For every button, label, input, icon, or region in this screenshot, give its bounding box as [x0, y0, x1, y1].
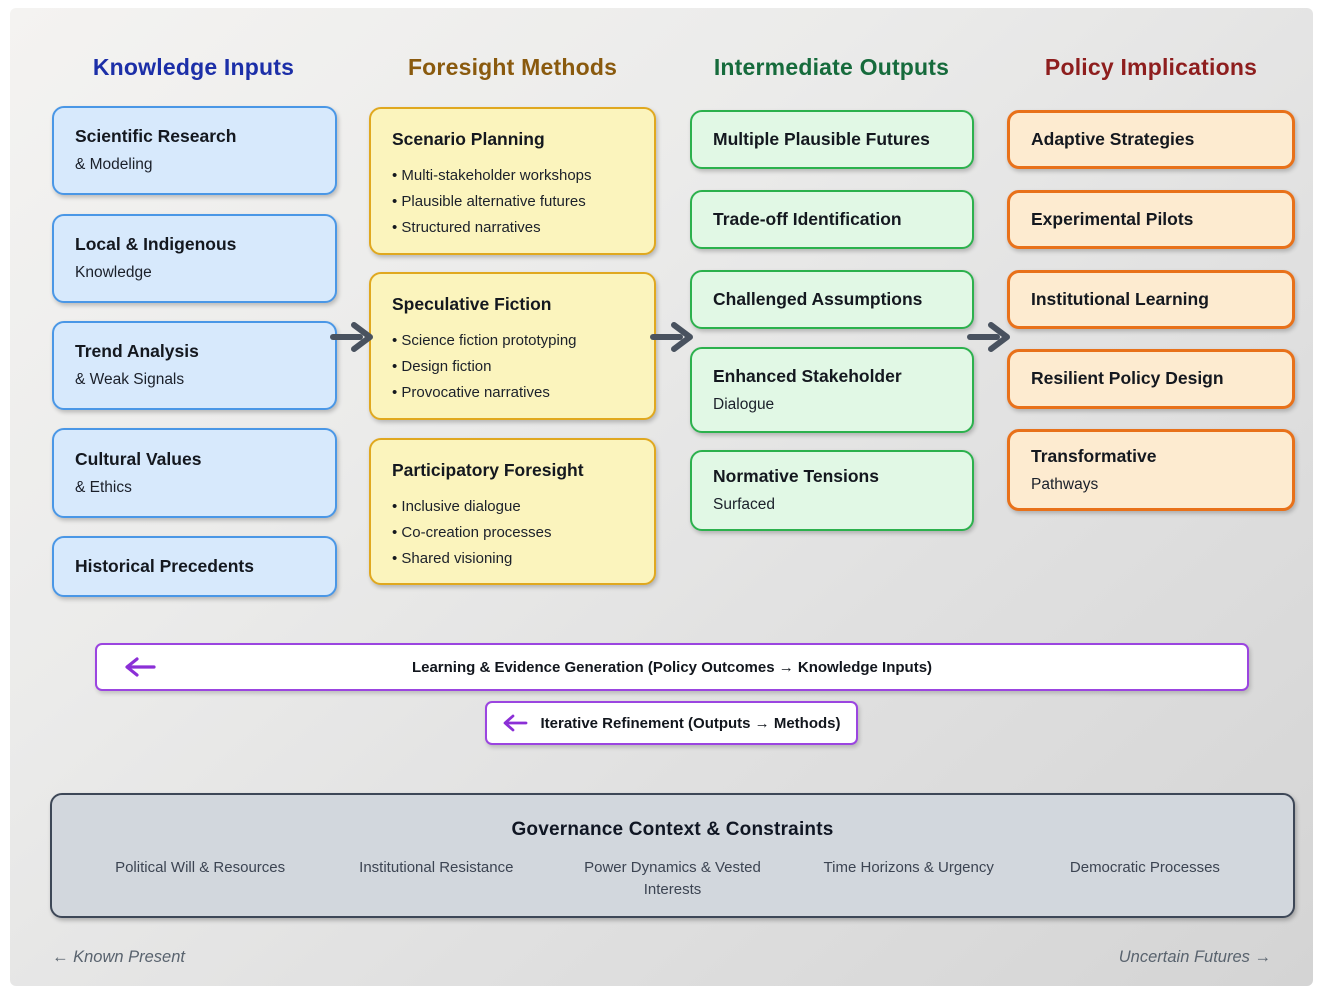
card-title: Challenged Assumptions — [713, 288, 923, 309]
feedback-bar-iterative-refinement: Iterative Refinement (Outputs → Methods) — [485, 701, 858, 745]
card-title: Trade-off Identification — [713, 208, 902, 229]
card-subtitle: Dialogue — [713, 395, 775, 413]
card-subtitle: Pathways — [1031, 475, 1099, 493]
card-title: Multiple Plausible Futures — [713, 128, 930, 149]
bullet-item: Shared visioning — [392, 546, 638, 572]
bullet-item: Provocative narratives — [392, 380, 638, 406]
bullet-item: Plausible alternative futures — [392, 189, 638, 215]
feedback-arrow-icon — [502, 713, 528, 733]
bullet-list: Science fiction prototyping Design ficti… — [392, 328, 638, 406]
card-title: Normative Tensions — [713, 466, 879, 487]
output-card-enhanced-stakeholder-dialogue: Enhanced Stakeholder Dialogue — [690, 347, 974, 433]
card-title: Scenario Planning — [392, 129, 545, 149]
governance-item: Political Will & Resources — [115, 859, 286, 876]
method-card-speculative-fiction: Speculative Fiction Science fiction prot… — [369, 272, 656, 420]
card-subtitle: & Ethics — [75, 478, 132, 496]
card-title: Resilient Policy Design — [1031, 368, 1224, 389]
bullet-item: Structured narratives — [392, 215, 638, 241]
card-title: Speculative Fiction — [392, 294, 552, 314]
governance-item: Power Dynamics & Vested Interests — [584, 859, 761, 898]
card-title: Local & Indigenous — [75, 234, 237, 255]
card-subtitle: & Modeling — [75, 156, 153, 174]
feedback-bar-label: Iterative Refinement (Outputs → Methods) — [540, 714, 841, 732]
card-subtitle: Knowledge — [75, 264, 152, 282]
card-title: Adaptive Strategies — [1031, 128, 1195, 149]
column-header-intermediate-outputs: Intermediate Outputs — [713, 54, 950, 80]
bullet-list: Inclusive dialogue Co-creation processes… — [392, 494, 638, 572]
card-title: Trend Analysis — [75, 341, 199, 362]
policy-card-experimental-pilots: Experimental Pilots — [1007, 190, 1295, 249]
card-subtitle: Surfaced — [713, 496, 776, 514]
governance-item: Time Horizons & Urgency — [823, 859, 994, 876]
card-title: Historical Precedents — [75, 555, 254, 576]
card-title: Transformative — [1031, 445, 1157, 466]
flow-arrow-icon — [967, 322, 1010, 352]
governance-items-row: Political Will & Resources Institutional… — [52, 857, 1293, 901]
feedback-arrow-icon — [125, 657, 156, 677]
card-title: Cultural Values — [75, 448, 202, 469]
method-card-participatory-foresight: Participatory Foresight Inclusive dialog… — [369, 438, 656, 585]
bullet-list: Multi-stakeholder workshops Plausible al… — [392, 163, 638, 241]
input-card-cultural-values: Cultural Values & Ethics — [52, 428, 337, 518]
output-card-challenged-assumptions: Challenged Assumptions — [690, 270, 974, 329]
column-header-foresight-methods: Foresight Methods — [407, 54, 618, 80]
output-card-trade-off-identification: Trade-off Identification — [690, 190, 974, 249]
output-card-normative-tensions-surfaced: Normative Tensions Surfaced — [690, 450, 974, 531]
card-title: Scientific Research — [75, 126, 237, 147]
governance-title: Governance Context & Constraints — [511, 819, 834, 840]
input-card-historical-precedents: Historical Precedents — [52, 536, 337, 597]
bullet-item: Co-creation processes — [392, 520, 638, 546]
governance-item: Institutional Resistance — [359, 859, 514, 876]
bullet-item: Science fiction prototyping — [392, 328, 638, 354]
output-card-multiple-plausible-futures: Multiple Plausible Futures — [690, 110, 974, 169]
policy-card-transformative-pathways: Transformative Pathways — [1007, 429, 1295, 511]
input-card-local-indigenous: Local & Indigenous Knowledge — [52, 214, 337, 303]
column-header-knowledge-inputs: Knowledge Inputs — [92, 54, 295, 80]
diagram-background: Knowledge Inputs Foresight Methods Inter… — [10, 8, 1313, 986]
axis-caption-uncertain-futures: Uncertain Futures → — [1118, 948, 1271, 966]
governance-context-box: Governance Context & Constraints Politic… — [50, 793, 1295, 918]
card-title: Participatory Foresight — [392, 460, 584, 480]
card-title: Enhanced Stakeholder — [713, 365, 902, 386]
feedback-bar-label: Learning & Evidence Generation (Policy O… — [411, 658, 933, 676]
flow-arrow-icon — [330, 322, 373, 352]
policy-card-resilient-policy-design: Resilient Policy Design — [1007, 349, 1295, 409]
axis-caption-known-present: ← Known Present — [52, 948, 185, 966]
input-card-trend-analysis: Trend Analysis & Weak Signals — [52, 321, 337, 410]
card-title: Experimental Pilots — [1031, 208, 1194, 229]
card-title: Institutional Learning — [1031, 288, 1209, 309]
feedback-bar-learning-evidence: Learning & Evidence Generation (Policy O… — [95, 643, 1249, 691]
flow-arrow-icon — [650, 322, 693, 352]
governance-item: Democratic Processes — [1069, 859, 1220, 876]
bullet-item: Inclusive dialogue — [392, 494, 638, 520]
policy-card-adaptive-strategies: Adaptive Strategies — [1007, 110, 1295, 169]
policy-card-institutional-learning: Institutional Learning — [1007, 270, 1295, 329]
column-header-policy-implications: Policy Implications — [1044, 54, 1258, 80]
card-subtitle: & Weak Signals — [75, 371, 185, 389]
bullet-item: Design fiction — [392, 354, 638, 380]
input-card-scientific-research: Scientific Research & Modeling — [52, 106, 337, 195]
bullet-item: Multi-stakeholder workshops — [392, 163, 638, 189]
method-card-scenario-planning: Scenario Planning Multi-stakeholder work… — [369, 107, 656, 255]
